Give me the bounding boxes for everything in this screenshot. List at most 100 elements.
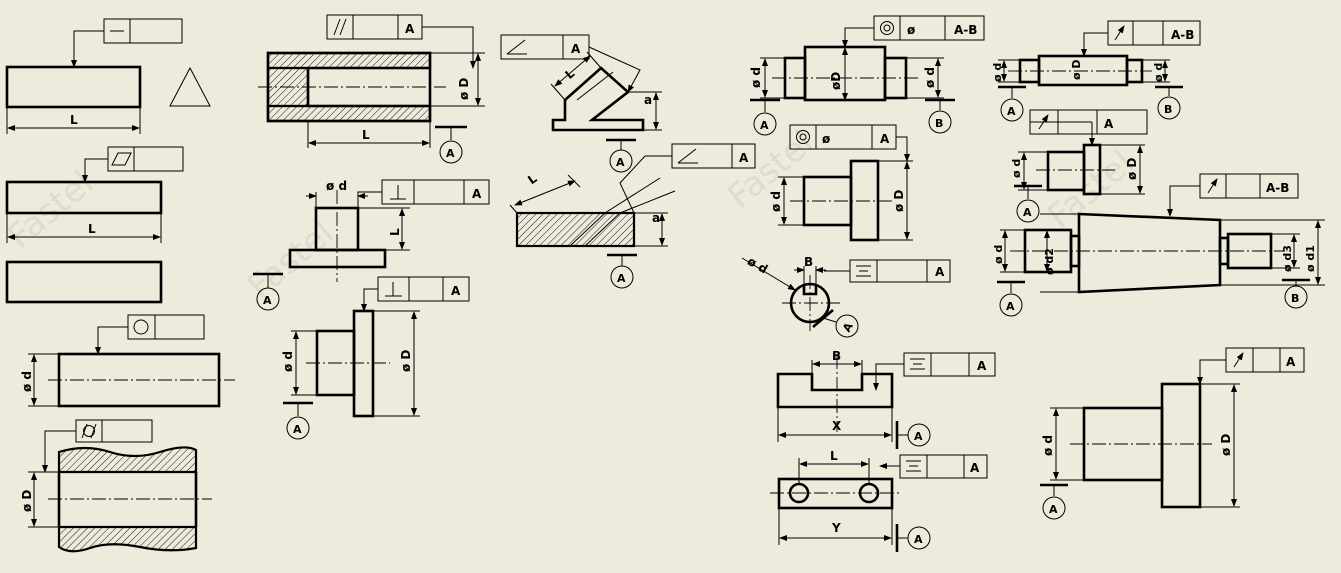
parallelism-icon	[333, 18, 347, 36]
svg-text:ø d: ø d	[769, 191, 783, 212]
svg-text:ø D: ø D	[20, 490, 34, 512]
svg-text:ø D: ø D	[1125, 158, 1139, 180]
circularity-example: ø d	[20, 314, 235, 408]
svg-text:A-B: A-B	[954, 23, 977, 37]
straightness-example: L	[5, 18, 183, 134]
svg-text:A: A	[405, 22, 415, 36]
angularity-icon	[677, 148, 698, 164]
svg-text:ø d: ø d	[1041, 435, 1055, 456]
circularity-icon	[133, 319, 149, 335]
svg-text:A: A	[880, 132, 890, 146]
cylindricity-example: ø D	[20, 419, 212, 553]
svg-text:B: B	[1291, 292, 1299, 305]
svg-text:L: L	[88, 222, 96, 236]
svg-text:A: A	[1007, 105, 1016, 118]
cylindricity-icon	[81, 423, 97, 439]
svg-text:A: A	[935, 265, 945, 279]
svg-text:A: A	[1286, 355, 1296, 369]
symmetry-example-2: B A X A	[776, 349, 996, 449]
svg-text:A: A	[1006, 300, 1015, 313]
svg-text:ø: ø	[822, 132, 830, 146]
runout-example-3: A-B ø d ø d2 ø d3 ø d1 A B	[992, 173, 1325, 317]
perpendicularity-example-2: A ø D ø d A	[281, 276, 470, 440]
perpendicularity-icon	[390, 185, 406, 200]
runout-example-4: A ø D ø d A	[1040, 347, 1305, 520]
symmetry-example-3: L A Y A	[770, 449, 988, 552]
svg-text:ø d1: ø d1	[1304, 245, 1317, 272]
svg-text:A: A	[1023, 206, 1032, 219]
svg-text:A: A	[914, 430, 923, 443]
svg-text:B: B	[935, 117, 943, 130]
symmetry-icon	[906, 460, 921, 472]
svg-text:ø d: ø d	[281, 351, 295, 372]
angularity-example-1: A L a A	[500, 34, 662, 173]
concentricity-example-1: ø A-B øD ø d ø d A B	[749, 15, 985, 136]
perpendicularity-example-1: ø d A L A	[253, 179, 490, 311]
angularity-example-2: A L a A	[509, 143, 756, 289]
svg-text:a: a	[644, 93, 652, 107]
svg-text:ø d: ø d	[991, 63, 1004, 82]
svg-text:A-B: A-B	[1171, 28, 1194, 42]
svg-text:ø: ø	[907, 23, 915, 37]
parallelism-example: A ø D L A	[258, 14, 485, 164]
svg-text:ø d3: ø d3	[1281, 245, 1294, 272]
svg-text:L: L	[525, 171, 540, 187]
circular-runout-icon	[1233, 352, 1244, 368]
svg-text:A: A	[446, 147, 455, 160]
svg-text:ø d: ø d	[749, 67, 763, 88]
perpendicularity-icon	[385, 282, 402, 297]
svg-text:A-B: A-B	[1266, 181, 1289, 195]
svg-text:A: A	[760, 119, 769, 132]
svg-text:Y: Y	[831, 521, 841, 535]
svg-text:L: L	[388, 228, 402, 236]
concentricity-example-2: ø A ø D ø d	[769, 124, 913, 242]
svg-text:ø d: ø d	[992, 245, 1005, 264]
svg-text:B: B	[804, 255, 813, 269]
svg-text:a: a	[652, 211, 660, 225]
concentricity-icon	[880, 21, 894, 35]
svg-text:X: X	[832, 419, 842, 433]
svg-text:A: A	[472, 187, 482, 201]
svg-text:L: L	[362, 128, 370, 142]
svg-text:ø d: ø d	[1010, 159, 1023, 178]
svg-text:L: L	[70, 113, 78, 127]
flatness-example: L	[5, 146, 184, 243]
svg-text:A: A	[1104, 117, 1114, 131]
triangle-icon	[169, 66, 211, 107]
svg-text:A: A	[617, 272, 626, 285]
svg-text:A: A	[616, 156, 625, 169]
svg-text:ø d: ø d	[326, 179, 347, 193]
circular-runout-icon	[1207, 178, 1218, 194]
svg-text:B: B	[1164, 103, 1172, 116]
svg-text:ø D: ø D	[892, 190, 906, 212]
flatness-icon	[111, 152, 132, 166]
svg-text:ø D: ø D	[1070, 59, 1083, 80]
runout-example-1: A-B ø D ø d ø d A B	[991, 20, 1201, 122]
svg-text:A: A	[263, 294, 272, 307]
angularity-icon	[506, 39, 527, 55]
svg-text:L: L	[830, 449, 838, 463]
runout-example-2: A ø D ø d A	[1010, 109, 1148, 223]
svg-text:A: A	[1049, 503, 1058, 516]
plain-bar	[5, 260, 163, 304]
svg-text:Fastel: Fastel	[0, 163, 101, 257]
svg-text:ø d: ø d	[1152, 63, 1165, 82]
svg-text:A: A	[970, 461, 980, 475]
symmetry-icon	[910, 358, 925, 370]
svg-text:ø D: ø D	[1219, 434, 1233, 456]
svg-text:ø D: ø D	[457, 78, 471, 100]
svg-text:A: A	[451, 284, 461, 298]
symmetry-icon	[856, 265, 871, 277]
svg-text:A: A	[840, 320, 856, 334]
circular-runout-icon	[1114, 25, 1125, 41]
symmetry-example-1: B ø d A A	[741, 254, 951, 338]
svg-text:A: A	[914, 533, 923, 546]
svg-text:ø d: ø d	[923, 67, 937, 88]
svg-text:B: B	[832, 349, 841, 363]
svg-text:A: A	[977, 359, 987, 373]
svg-text:ø d2: ø d2	[1043, 248, 1056, 275]
svg-text:ø D: ø D	[399, 350, 413, 372]
concentricity-icon	[796, 130, 810, 144]
